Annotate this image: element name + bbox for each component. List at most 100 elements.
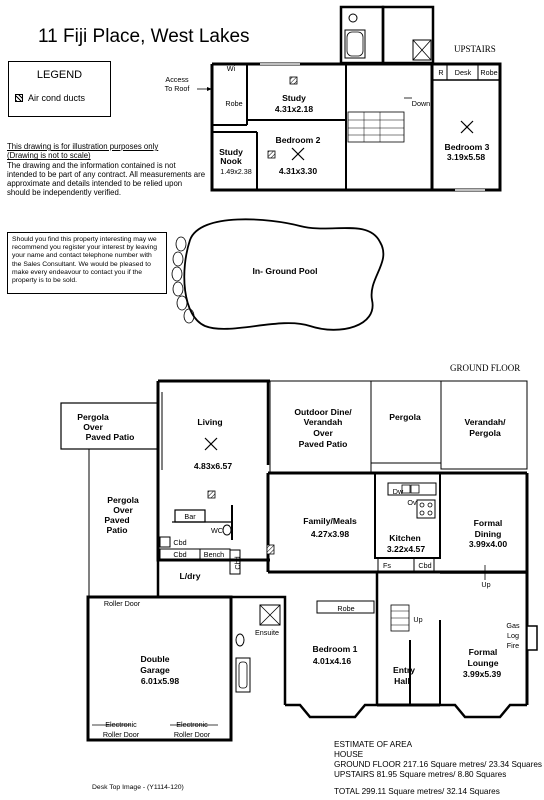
area-total: TOTAL 299.11 Square metres/ 32.14 Square… (334, 787, 500, 796)
bedroom1-name: Bedroom 1 (313, 644, 358, 654)
upstairs-plan (197, 5, 502, 192)
study-size: 4.31x2.18 (275, 104, 313, 114)
wi-robe-label: Robe (225, 99, 242, 108)
cbd-vertical-label: Cbd (233, 556, 242, 569)
bedroom2-name: Bedroom 2 (276, 135, 321, 145)
erd-left-label: Roller Door (103, 730, 140, 739)
interest-note: Should you find this property interestin… (7, 232, 167, 294)
outdoor-label: Verandah (304, 417, 343, 427)
erd-right-label: Roller Door (174, 730, 211, 739)
erd-right-label: Electronic (176, 720, 208, 729)
wi-robe-label: Wi (227, 64, 236, 73)
lounge-name: Formal (469, 647, 498, 657)
outdoor-label: Paved Patio (299, 439, 348, 449)
living-size: 4.83x6.57 (194, 461, 232, 471)
disclaimer-line2: (Drawing is not to scale) (7, 151, 91, 161)
air-duct-icon (267, 150, 276, 159)
legend-title: LEGEND (36, 69, 83, 81)
living-name: Living (197, 417, 222, 427)
upstairs-label: UPSTAIRS (454, 44, 496, 54)
access-label: Access (165, 75, 189, 84)
legend: LEGEND Air cond ducts (8, 61, 111, 117)
pergola-left2-label: Paved (104, 515, 129, 525)
entry-label: Entry (393, 665, 415, 675)
area-estimate: ESTIMATE OF AREA HOUSE GROUND FLOOR 217.… (334, 740, 542, 780)
kitchen-name: Kitchen (389, 533, 421, 543)
robe-r-label: R (438, 68, 443, 77)
air-duct-icon (15, 94, 23, 102)
fs-label: Fs (383, 561, 391, 570)
area-house: HOUSE (334, 750, 364, 759)
bench-label: Bench (204, 550, 224, 559)
desk-label: Desk (455, 68, 472, 77)
ceiling-fan-icon (291, 120, 474, 161)
bedroom2-size: 4.31x3.30 (279, 166, 317, 176)
wc-label: WC (211, 526, 223, 535)
outdoor-label: Over (313, 428, 333, 438)
robe-label: Robe (337, 604, 354, 613)
ceiling-fan-icon (204, 437, 218, 451)
pool-edge-stones (171, 236, 195, 324)
dw-label: Dw (393, 487, 404, 496)
area-ground: GROUND FLOOR 217.16 Square metres/ 23.34… (334, 760, 542, 769)
bar-label: Bar (184, 512, 196, 521)
disclaimer: This drawing is for illustration purpose… (7, 142, 207, 198)
legend-item: Air cond ducts (15, 93, 85, 103)
disclaimer-body: The drawing and the information containe… (7, 160, 206, 198)
gas-fire-label: Fire (507, 641, 519, 650)
lounge-name: Lounge (467, 658, 498, 668)
pergola-left2-label: Over (113, 505, 133, 515)
disclaimer-line1: This drawing is for illustration purpose… (7, 142, 159, 151)
access-label: To Roof (165, 84, 190, 93)
garage-name: Garage (140, 665, 170, 675)
down-label: Down (412, 99, 430, 108)
cbd-label: Cbd (173, 538, 186, 547)
pergola-left-label: Pergola (77, 412, 109, 422)
family-size: 4.27x3.98 (311, 529, 349, 539)
air-duct-icon (289, 76, 298, 85)
pergola-left2-label: Pergola (107, 495, 139, 505)
bedroom1-size: 4.01x4.16 (313, 656, 351, 666)
lounge-size: 3.99x5.39 (463, 669, 501, 679)
garage-size: 6.01x5.98 (141, 676, 179, 686)
verandah-label: Verandah/ (464, 417, 506, 427)
pergola-left2-label: Patio (106, 525, 127, 535)
outdoor-label: Outdoor Dine/ (294, 407, 352, 417)
air-duct-icon (207, 490, 216, 499)
entry-label: Hall (394, 676, 410, 686)
pergola-mid-label: Pergola (389, 412, 421, 422)
pergola-left-label: Paved Patio (86, 432, 135, 442)
pool-label: In- Ground Pool (253, 266, 318, 276)
ldry-label: L/dry (179, 571, 200, 581)
kitchen-size: 3.22x4.57 (387, 544, 425, 554)
study-name: Study (282, 93, 306, 103)
ground-plan (60, 379, 538, 742)
study-nook-name: Study (219, 147, 243, 157)
verandah-label: Pergola (469, 428, 501, 438)
robe-label: Robe (480, 68, 497, 77)
garage-name: Double (140, 654, 169, 664)
dining-name: Formal (474, 518, 503, 528)
page-title: 11 Fiji Place, West Lakes (38, 26, 250, 47)
area-title: ESTIMATE OF AREA (334, 740, 413, 749)
stair-up-label: Up (413, 615, 422, 624)
dining-name: Dining (475, 529, 502, 539)
ov-label: Ov (407, 498, 417, 507)
air-duct-icon (266, 544, 275, 555)
up-label: Up (481, 580, 490, 589)
roller-door-label: Roller Door (104, 599, 141, 608)
legend-item-label: Air cond ducts (28, 93, 86, 103)
bedroom3-size: 3.19x5.58 (447, 152, 485, 162)
kitchen-cbd-label: Cbd (418, 561, 431, 570)
gas-fire-label: Gas (506, 621, 520, 630)
dining-size: 3.99x4.00 (469, 539, 507, 549)
study-nook-name: Nook (220, 156, 242, 166)
gas-fire-label: Log (507, 631, 519, 640)
ground-floor-label: GROUND FLOOR (450, 363, 520, 373)
erd-left-label: Electronic (105, 720, 137, 729)
pool (183, 218, 385, 331)
footer-note: Desk Top Image - (Y1114-120) (92, 784, 184, 791)
area-upstairs: UPSTAIRS 81.95 Square metres/ 8.80 Squar… (334, 770, 507, 779)
ensuite-label: Ensuite (255, 628, 279, 637)
